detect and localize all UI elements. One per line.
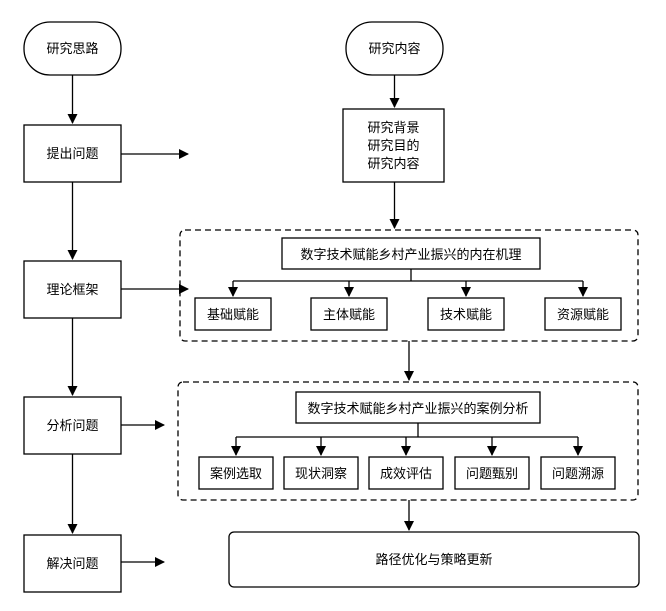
svg-text:技术赋能: 技术赋能 [440, 308, 492, 323]
svg-text:研究思路: 研究思路 [46, 41, 98, 57]
step-analyze-problem: 分析问题 [23, 396, 122, 455]
svg-text:提出问题: 提出问题 [46, 146, 98, 162]
mechanism-item-subject: 主体赋能 [310, 297, 388, 331]
svg-text:研究内容: 研究内容 [368, 41, 420, 57]
case-item-insight: 现状洞察 [283, 456, 359, 490]
svg-text:解决问题: 解决问题 [46, 557, 98, 572]
case-branches [231, 423, 583, 456]
case-item-evaluation: 成效评估 [368, 456, 444, 490]
solution-box: 路径优化与策略更新 [228, 531, 640, 588]
case-item-selection: 案例选取 [198, 456, 274, 490]
start-node-research-approach: 研究思路 [23, 21, 122, 76]
case-analysis-group: 数字技术赋能乡村产业振兴的案例分析 案例选取 现状洞察 成效评估 问题甄别 [177, 381, 639, 501]
case-title-box: 数字技术赋能乡村产业振兴的案例分析 [295, 391, 541, 424]
svg-text:成效评估: 成效评估 [380, 467, 432, 482]
mechanism-branches [228, 269, 588, 297]
svg-text:研究内容: 研究内容 [367, 156, 419, 172]
content-box: 研究背景 研究目的 研究内容 [342, 108, 445, 183]
case-item-tracing: 问题溯源 [540, 456, 616, 490]
svg-text:问题溯源: 问题溯源 [552, 466, 604, 482]
svg-text:分析问题: 分析问题 [46, 419, 98, 434]
svg-text:现状洞察: 现状洞察 [295, 467, 347, 482]
cross-arrows [121, 149, 189, 567]
mechanism-item-resource: 资源赋能 [544, 297, 622, 331]
svg-text:案例选取: 案例选取 [210, 467, 262, 482]
step-solve-problem: 解决问题 [23, 534, 122, 593]
mechanism-group: 数字技术赋能乡村产业振兴的内在机理 基础赋能 主体赋能 技术赋能 资源赋能 [179, 229, 639, 342]
start-node-research-content: 研究内容 [345, 21, 444, 76]
step-theory-framework: 理论框架 [23, 260, 122, 319]
mechanism-title-box: 数字技术赋能乡村产业振兴的内在机理 [281, 237, 541, 270]
svg-text:路径优化与策略更新: 路径优化与策略更新 [375, 552, 492, 568]
case-item-identification: 问题甄别 [454, 456, 530, 490]
svg-text:基础赋能: 基础赋能 [207, 308, 259, 323]
svg-text:研究背景: 研究背景 [367, 121, 419, 136]
svg-text:问题甄别: 问题甄别 [466, 467, 518, 482]
svg-text:资源赋能: 资源赋能 [557, 308, 609, 323]
svg-text:数字技术赋能乡村产业振兴的案例分析: 数字技术赋能乡村产业振兴的案例分析 [307, 401, 528, 417]
mechanism-item-basic: 基础赋能 [194, 297, 272, 331]
mechanism-item-technology: 技术赋能 [427, 297, 505, 331]
svg-text:研究目的: 研究目的 [367, 138, 419, 154]
step-raise-question: 提出问题 [23, 124, 122, 183]
svg-text:数字技术赋能乡村产业振兴的内在机理: 数字技术赋能乡村产业振兴的内在机理 [300, 247, 521, 263]
svg-text:主体赋能: 主体赋能 [323, 308, 375, 323]
svg-text:理论框架: 理论框架 [46, 283, 98, 298]
